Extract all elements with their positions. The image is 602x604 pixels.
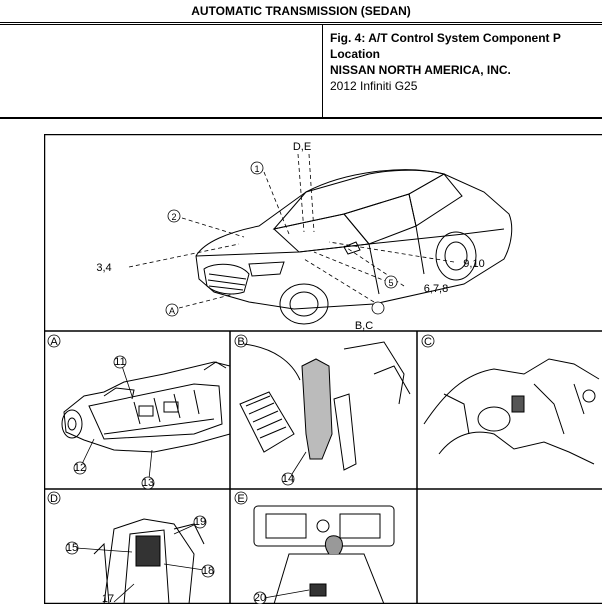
console-panel [254,506,394,546]
vehicle-model: 2012 Infiniti G25 [330,78,602,94]
callout-11: 11 [114,356,125,368]
callout-20: 20 [254,592,266,604]
callout-5: 5 [388,278,393,288]
transmission-drawing [62,362,230,452]
callout-12: 12 [74,462,86,474]
pedal-drawing [240,342,410,470]
header-rule [0,22,602,23]
callout-3-4: 3,4 [96,262,111,274]
side-mirror [344,242,360,254]
panel-e: E 20 [235,492,394,604]
callout-9-10: 9,10 [463,258,484,270]
pedal-arm [302,359,332,459]
car-body [196,170,512,309]
front-wheel [280,284,328,324]
company-name: NISSAN NORTH AMERICA, INC. [330,62,602,78]
car-callouts: 1 D,E 2 3,4 A B,C 5 6,7,8 9,10 [96,141,484,332]
panel-c-letter: C [424,336,432,348]
car-illustration [196,170,512,324]
callout-18: 18 [202,565,214,577]
callout-14: 14 [282,473,294,485]
component-location-figure: 1 D,E 2 3,4 A B,C 5 6,7,8 9,10 A [44,134,602,604]
callout-2: 2 [171,212,176,222]
callout-6-7-8: 6,7,8 [424,283,448,295]
accelerator-pedal [334,394,356,470]
panel-b: B 14 [235,335,410,485]
figure-svg: 1 D,E 2 3,4 A B,C 5 6,7,8 9,10 A [44,134,602,604]
callout-1: 1 [254,164,259,174]
shift-mechanism-drawing [94,519,204,604]
headlight [249,262,284,276]
panel-a: A 11 12 13 [48,335,230,489]
panel-b-letter: B [237,336,244,348]
rear-wheel [436,232,476,280]
callout-13: 13 [142,477,154,489]
center-console-drawing [254,506,394,604]
callout-15: 15 [66,542,78,554]
table-top-rule [0,24,602,25]
document-title: AUTOMATIC TRANSMISSION (SEDAN) [0,4,602,18]
panel-c: C [422,335,599,464]
figure-caption-line2: Location [330,46,602,62]
figure-caption-line1: Fig. 4: A/T Control System Component P [330,30,602,46]
table-column-divider [322,24,323,117]
info-table: Fig. 4: A/T Control System Component P L… [0,24,602,119]
panel-d-letter: D [50,493,58,505]
shift-knob [325,536,342,554]
brake-pedal [240,392,294,452]
front-side-window [344,194,416,244]
callout-a: A [169,306,175,316]
panel-e-letter: E [237,493,244,505]
callout-bc: B,C [355,320,373,332]
callout-de: D,E [293,141,311,153]
engine-bay-drawing [424,359,599,464]
page-header: AUTOMATIC TRANSMISSION (SEDAN) [0,0,602,24]
callout-17: 17 [102,593,114,604]
car-roof [274,170,444,229]
callout-19: 19 [194,516,206,528]
info-cell: Fig. 4: A/T Control System Component P L… [330,30,602,94]
rear-side-window [409,174,462,226]
panel-d: D 15 19 18 17 [48,492,214,604]
leader-lines [129,154,454,308]
table-bottom-rule [0,117,602,119]
panel-a-letter: A [50,336,58,348]
